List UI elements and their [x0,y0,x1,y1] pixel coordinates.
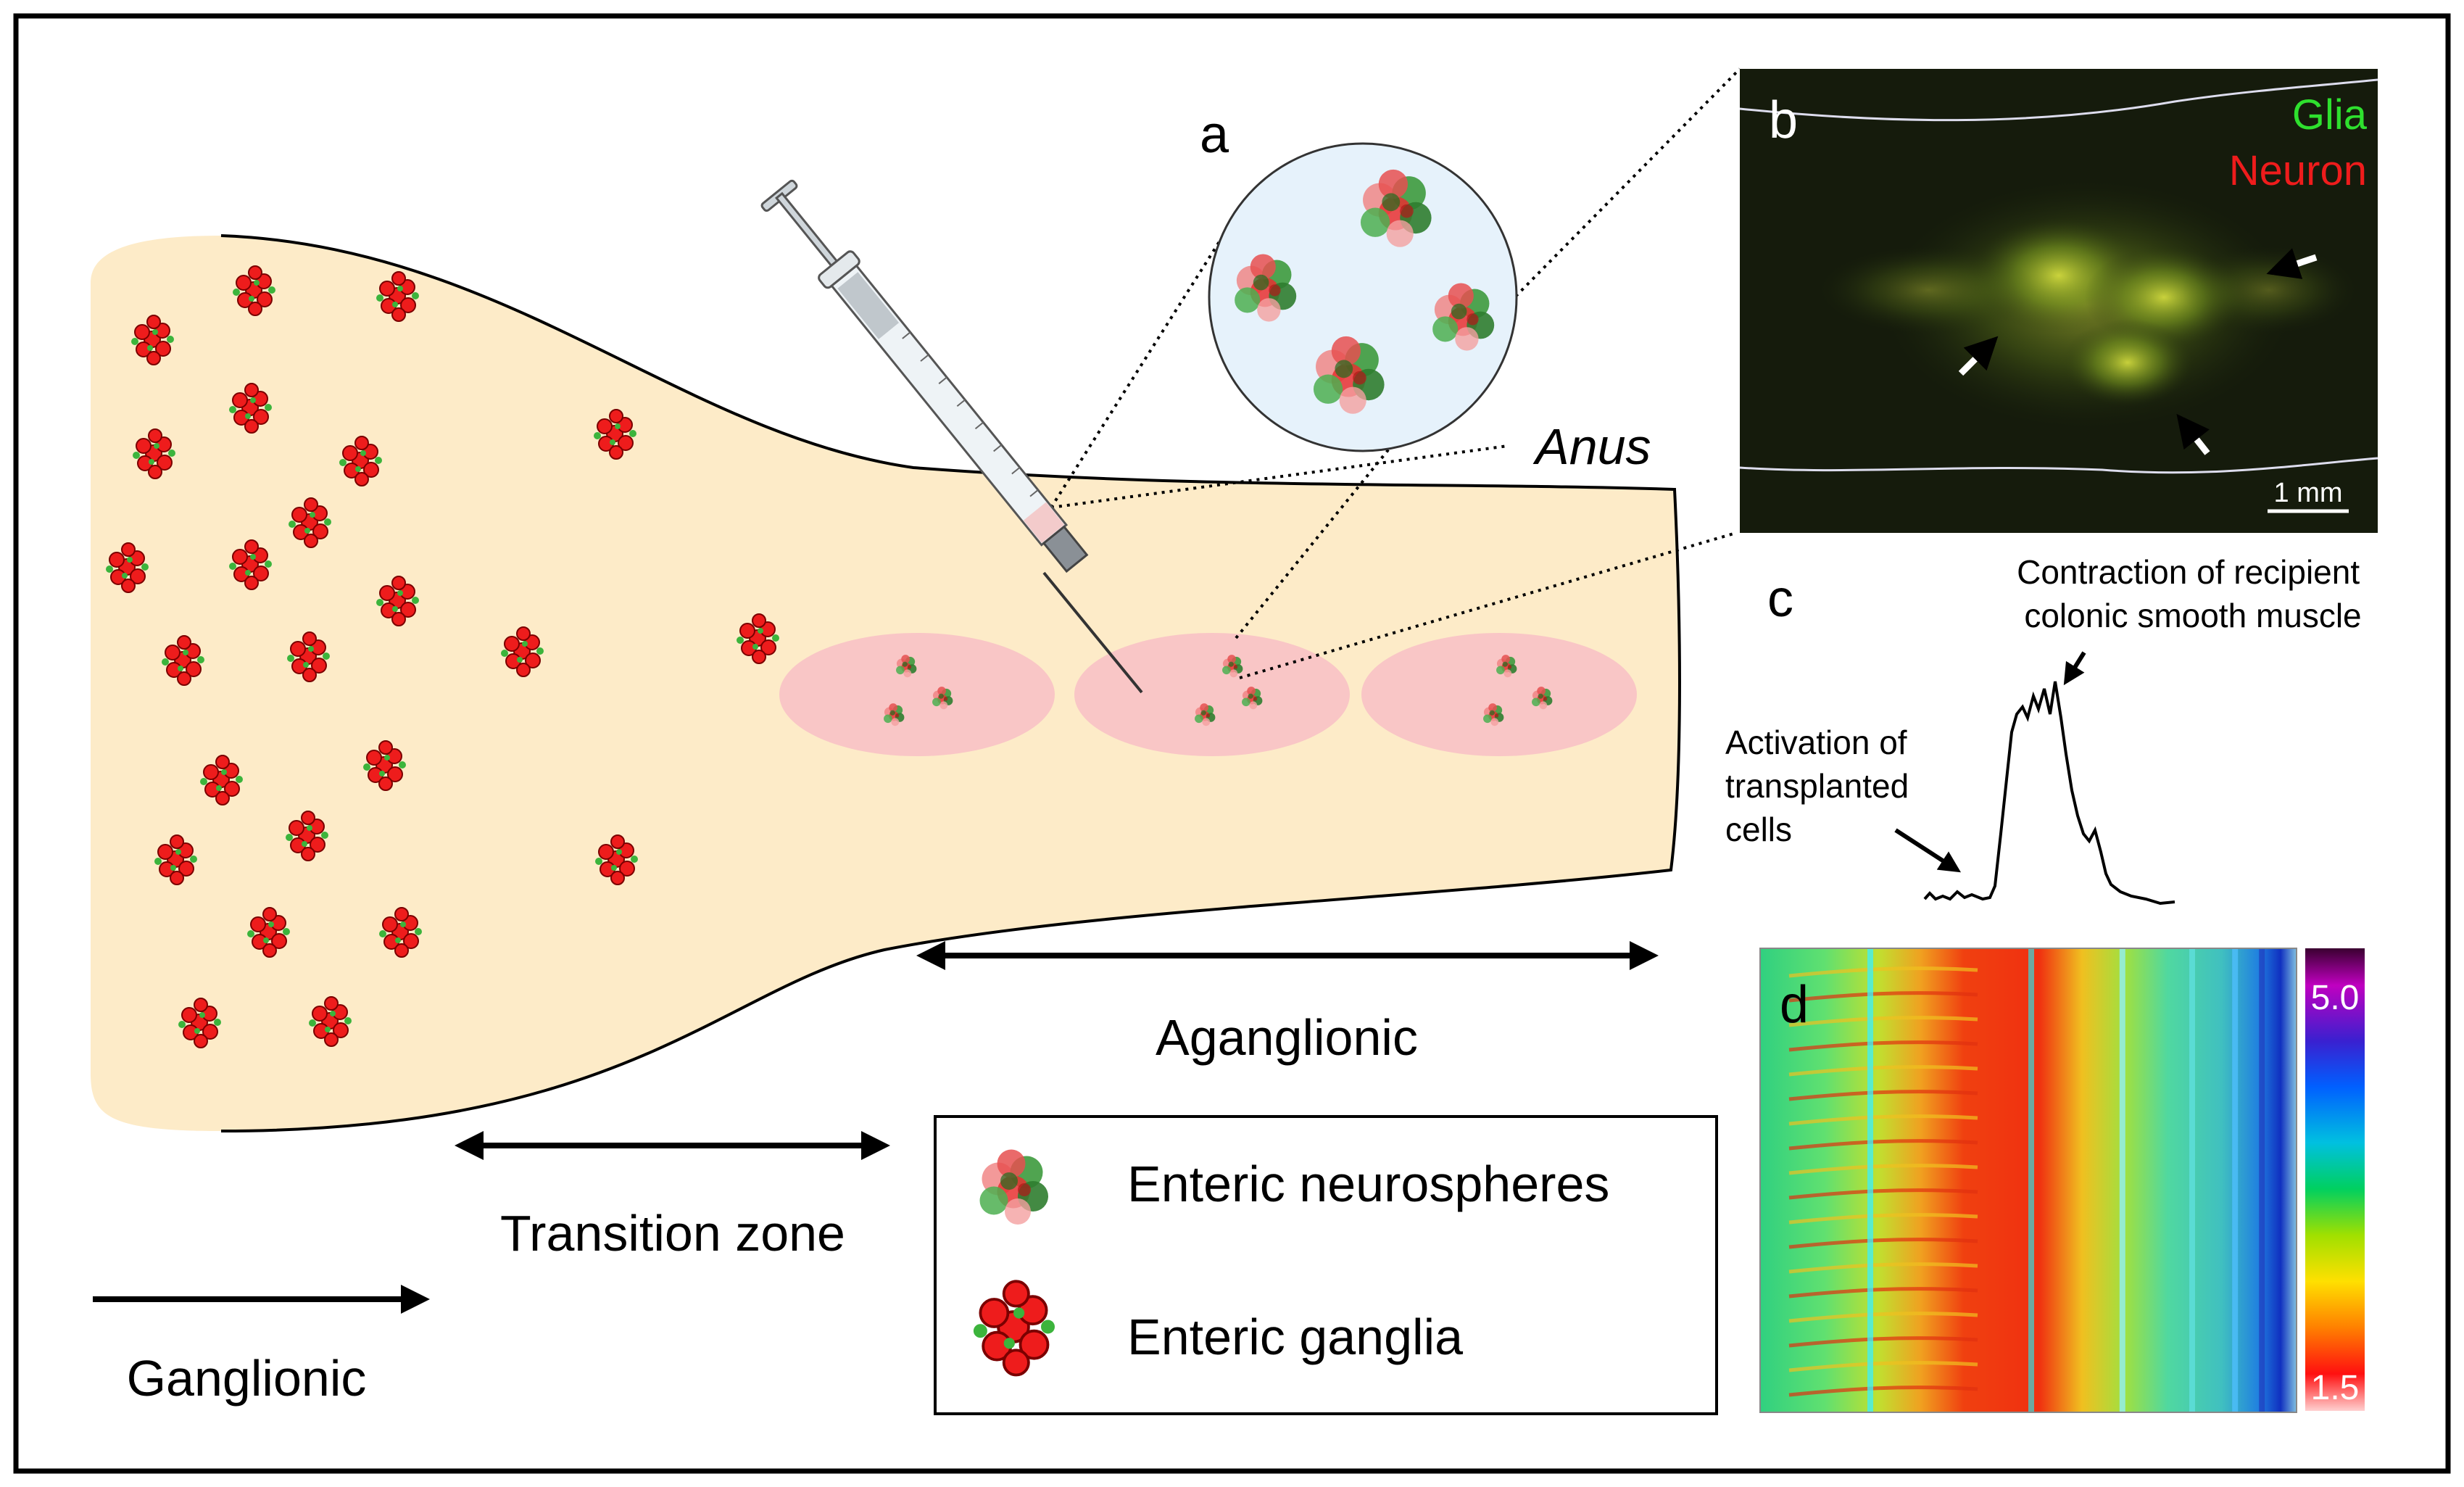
neurosphere-magnifier [1208,142,1518,452]
panel-label-b: b [1769,91,1798,149]
heatmap-streak [1788,1361,1978,1372]
activation-line-2: transplanted [1725,767,1909,805]
region-arrows [93,941,1659,1314]
heatmap-streak [1788,1312,1978,1323]
contraction-label: Contraction of recipient colonic smooth … [2017,553,2369,634]
heatmap-streak [1788,1164,1978,1175]
contraction-line-2: colonic smooth muscle [2024,597,2361,634]
spatiotemporal-heatmap: 5.0 1.5 [1759,948,2365,1413]
panel-label-a: a [1200,106,1229,164]
scale-bar-label: 1 mm [2274,478,2343,508]
heatmap-streak [1788,1090,1978,1101]
neuron-label: Neuron [2229,147,2367,194]
heatmap-streak [1788,1336,1978,1348]
heatmap-streak [1788,1385,1978,1397]
legend: Enteric neurospheres Enteric ganglia [934,1115,1718,1415]
injection-zone-3 [1361,633,1637,756]
heatmap-streak [1788,1238,1978,1249]
heatmap-band [2259,948,2265,1412]
syringe-icon [760,179,1143,694]
panel-label-d: d [1780,976,1809,1034]
injection-zone-1 [779,633,1055,756]
heatmap-band [2028,948,2034,1412]
heatmap-streak [1788,1016,1978,1027]
ganglionic-label: Ganglionic [127,1350,367,1407]
anus-label: Anus [1532,418,1651,475]
heatmap-streak [1788,1114,1978,1126]
trace-annotation-arrows [1894,651,2086,873]
heatmap-band [2232,948,2239,1412]
contraction-line-1: Contraction of recipient [2017,553,2360,591]
activation-line-3: cells [1725,811,1792,848]
legend-neurospheres: Enteric neurospheres [1127,1156,1609,1212]
contraction-trace [1923,681,2175,906]
colon-outline-top [220,234,1681,1132]
micrograph-panel: 1 mm Glia Neuron [1739,69,2378,533]
heatmap-streak [1788,1287,1978,1298]
heatmap-streak [1788,991,1978,1003]
activation-label: Activation of transplanted cells [1725,724,1918,848]
injection-zone-2 [1074,633,1350,756]
activation-line-1: Activation of [1725,724,1907,761]
heatmap-streak [1788,1065,1978,1077]
heatmap-streak [1788,1188,1978,1200]
heatmap-streak [1788,1139,1978,1151]
legend-ganglia: Enteric ganglia [1127,1309,1463,1365]
zoom-lines [1050,67,1741,679]
glia-label: Glia [2292,91,2368,138]
heatmap-streak [1788,1040,1978,1052]
colorbar-min: 1.5 [2311,1369,2360,1407]
heatmap-streak [1788,1262,1978,1274]
colorbar-max: 5.0 [2311,979,2360,1017]
heatmap-streak [1788,966,1978,978]
heatmap-band [2189,948,2195,1412]
heatmap-band [2119,948,2125,1412]
white-arrows [1958,248,2318,455]
panel-label-c: c [1767,570,1793,628]
aganglionic-label: Aganglionic [1156,1009,1418,1066]
heatmap-streak [1788,1213,1978,1225]
heatmap-band [1867,948,1873,1412]
transition-zone-label: Transition zone [500,1205,845,1262]
heatmap-stripes [1788,948,2265,1412]
colorbar [2305,948,2365,1411]
